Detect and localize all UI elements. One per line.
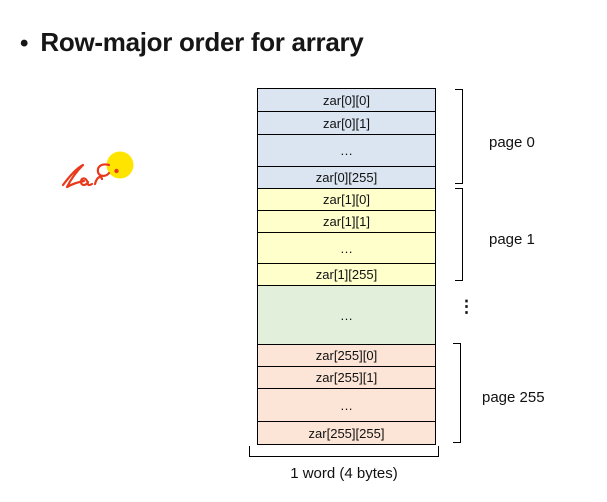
- bracket-page255-icon: [453, 343, 461, 443]
- cell-zar-0-255: zar[0][255]: [258, 167, 435, 189]
- page0-label: page 0: [489, 134, 535, 151]
- bullet-icon: •: [20, 30, 29, 57]
- cell-dots-page1: …: [258, 233, 435, 264]
- cell-zar-255-0: zar[255][0]: [258, 345, 435, 367]
- page1-label: page 1: [489, 231, 535, 248]
- highlight-circle-icon: [106, 151, 134, 179]
- cell-zar-1-255: zar[1][255]: [258, 264, 435, 286]
- bracket-page1-icon: [455, 188, 463, 281]
- handwriting-zar-icon: [61, 163, 104, 189]
- cell-dots-page0: …: [258, 135, 435, 167]
- cell-zar-255-1: zar[255][1]: [258, 367, 435, 389]
- cell-zar-1-1: zar[1][1]: [258, 211, 435, 233]
- vertical-ellipsis-icon: ⋮: [458, 297, 475, 316]
- ink-dot-icon: [114, 168, 119, 174]
- word-size-label: 1 word (4 bytes): [290, 465, 398, 482]
- cell-zar-0-0: zar[0][0]: [258, 89, 435, 112]
- slide-title-row: • Row-major order for arrary: [20, 27, 364, 58]
- width-bracket-icon: [249, 446, 439, 457]
- page255-label: page 255: [482, 389, 545, 406]
- handwriting-c-icon: [96, 163, 111, 177]
- cell-dots-gap: …: [258, 286, 435, 345]
- cell-zar-255-255: zar[255][255]: [258, 422, 435, 444]
- slide-title: Row-major order for arrary: [40, 27, 364, 57]
- cell-zar-0-1: zar[0][1]: [258, 112, 435, 135]
- cell-dots-page255: …: [258, 389, 435, 422]
- cell-zar-1-0: zar[1][0]: [258, 189, 435, 211]
- bracket-page0-icon: [455, 89, 463, 184]
- handwritten-annotation: [61, 151, 134, 189]
- memory-diagram: zar[0][0] zar[0][1] … zar[0][255] zar[1]…: [257, 88, 436, 445]
